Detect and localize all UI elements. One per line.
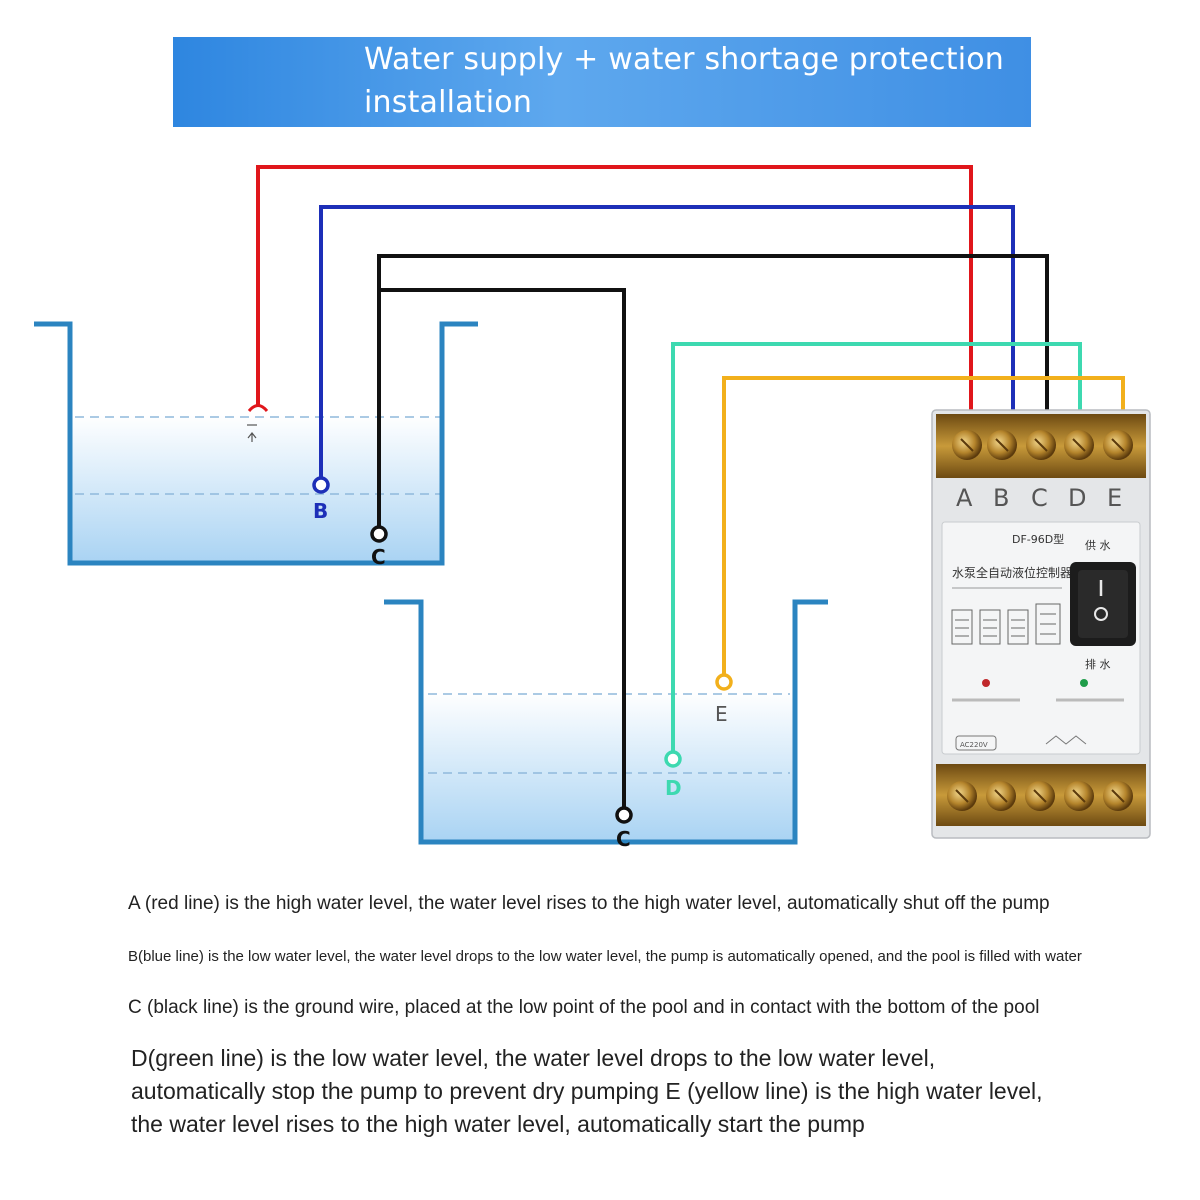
probe-e-label: E	[715, 702, 728, 726]
green-wire-d	[671, 342, 1082, 752]
probe-c-upper-ring	[370, 525, 388, 543]
probe-a	[247, 404, 269, 442]
terminal-label-d: D	[1068, 484, 1086, 512]
work-indicator-light	[1080, 679, 1088, 687]
lower-tank-water	[421, 692, 795, 842]
mode-supply-label: 供 水	[1085, 538, 1111, 552]
model-label: DF-96D型	[1012, 532, 1064, 546]
lower-tank	[384, 599, 828, 845]
upper-tank-wall	[34, 321, 478, 566]
probe-c-upper-label: C	[371, 545, 386, 569]
black-wire-c-upper	[377, 254, 1049, 527]
wiring-diagram: B C C D E A B C D E DF-96D型 供 水 水泵全自动液位控…	[34, 165, 1151, 851]
note-red-line-a: A (red line) is the high water level, th…	[128, 893, 1050, 914]
relay-symbol	[1045, 735, 1087, 745]
banner-title-line2: installation	[364, 85, 533, 120]
voltage-box	[955, 735, 997, 751]
probe-b-label: B	[313, 499, 328, 523]
switch-off-mark	[1094, 607, 1108, 621]
probe-c-lower-label: C	[616, 827, 631, 851]
note-blue-line-b: B(blue line) is the low water level, the…	[128, 948, 1082, 965]
banner-title: Water supply + water shortage protection…	[364, 38, 1024, 124]
mode-drain-label: 排 水	[1085, 657, 1111, 671]
voltage-label: AC220V	[960, 741, 988, 749]
probe-d-ring	[664, 750, 682, 768]
level-controller: A B C D E DF-96D型 供 水 水泵全自动液位控制器 排 水 AC2…	[931, 409, 1151, 839]
power-indicator-light	[982, 679, 990, 687]
wiring-mini-diagrams	[951, 603, 1061, 645]
red-wire-a	[256, 165, 973, 418]
lower-tank-wall	[384, 599, 828, 845]
probe-e-ring	[715, 673, 733, 691]
yellow-wire-e	[722, 376, 1125, 676]
probe-c-lower-ring	[615, 806, 633, 824]
banner-title-line1: Water supply + water shortage protection	[364, 42, 1005, 77]
title-banner	[173, 37, 1031, 127]
terminal-label-e: E	[1107, 484, 1122, 512]
note-green-yellow-d-e: D(green line) is the low water level, th…	[131, 1045, 1043, 1137]
product-name: 水泵全自动液位控制器	[952, 565, 1072, 580]
terminal-label-a: A	[956, 484, 973, 512]
terminal-label-b: B	[993, 484, 1009, 512]
black-wire-c-lower	[379, 288, 626, 808]
terminal-label-c: C	[1031, 484, 1048, 512]
probe-d-label: D	[665, 776, 682, 800]
blue-wire-b	[319, 205, 1015, 478]
rocker-face	[1078, 570, 1128, 638]
note-black-line-c: C (black line) is the ground wire, place…	[128, 997, 1040, 1018]
probe-b-ring	[312, 476, 330, 494]
